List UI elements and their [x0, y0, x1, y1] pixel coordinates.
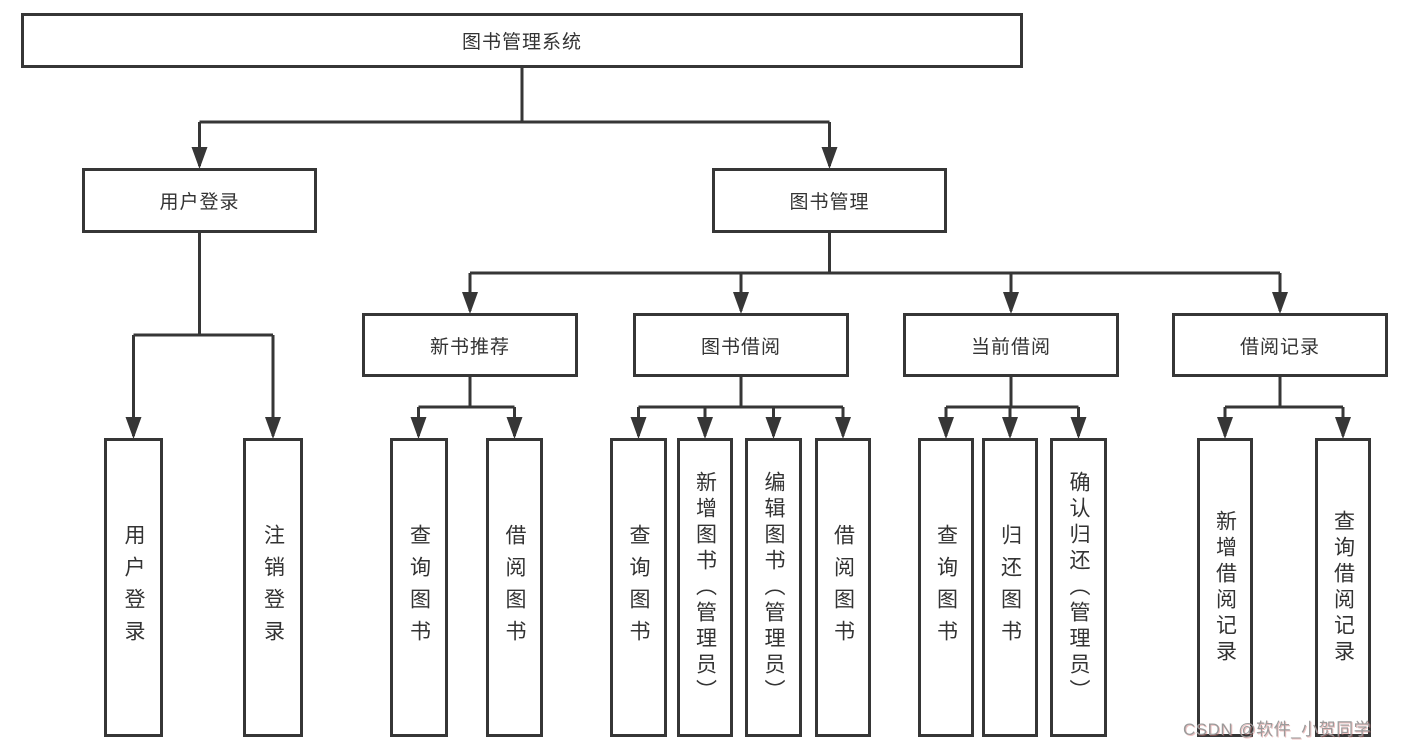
arrowhead-icon [265, 417, 281, 439]
node-user-login: 用户登录 [82, 168, 317, 233]
leaf-confirm-return-admin: 确认归还（管理员） [1050, 438, 1107, 737]
node-book-management: 图书管理 [712, 168, 947, 233]
branch-new-book-recommend [410, 377, 523, 439]
leaf-add-books-admin: 新增图书（管理员） [677, 438, 733, 737]
leaf-add-borrow-record: 新增借阅记录 [1197, 438, 1253, 737]
node-label: 图书借阅 [700, 336, 781, 358]
node-label: 图书管理系统 [461, 32, 582, 53]
arrowhead-icon [410, 417, 427, 439]
node-label: 用户登录 [159, 192, 240, 213]
node-label: 查询图书 [407, 523, 431, 652]
node-label: 新书推荐 [429, 336, 510, 358]
branch-current-borrow [938, 377, 1087, 439]
node-label: 查询图书 [627, 523, 650, 652]
branch-user-login [125, 233, 281, 439]
node-label: 图书管理 [789, 192, 870, 213]
arrowhead-icon [733, 292, 749, 314]
node-label: 注销登录 [261, 523, 285, 652]
node-label: 查询借阅记录 [1331, 509, 1355, 666]
node-label: 当前借阅 [970, 336, 1051, 358]
leaf-user-login: 用户登录 [104, 438, 163, 737]
node-current-borrow: 当前借阅 [903, 313, 1119, 377]
arrowhead-icon [835, 417, 851, 439]
arrowhead-icon [1272, 292, 1288, 314]
node-new-book-recommend: 新书推荐 [362, 313, 578, 377]
leaf-query-books-current: 查询图书 [918, 438, 974, 737]
csdn-watermark: CSDN @软件_小贺同学 [1183, 720, 1372, 739]
arrowhead-icon [1002, 417, 1018, 439]
branch-borrow-records [1217, 377, 1351, 439]
node-borrow-records: 借阅记录 [1172, 313, 1388, 377]
node-label: 借阅图书 [503, 523, 526, 652]
node-label: 编辑图书（管理员） [762, 470, 785, 705]
leaf-logout: 注销登录 [243, 438, 303, 737]
arrowhead-icon [1003, 292, 1019, 314]
arrowhead-icon [191, 147, 208, 169]
branch-root [191, 68, 838, 169]
branch-book-borrow [630, 377, 851, 439]
node-label: 确认归还（管理员） [1067, 470, 1090, 705]
node-label: 新增借阅记录 [1213, 509, 1237, 666]
leaf-query-books-recommend: 查询图书 [390, 438, 448, 737]
leaf-borrow-books: 借阅图书 [815, 438, 871, 737]
arrowhead-icon [1335, 417, 1351, 439]
node-label: 归还图书 [998, 523, 1022, 652]
arrowhead-icon [1070, 417, 1087, 439]
arrowhead-icon [462, 292, 478, 314]
arrowhead-icon [630, 417, 647, 439]
leaf-query-borrow-record: 查询借阅记录 [1315, 438, 1371, 737]
arrowhead-icon [506, 417, 523, 439]
arrowhead-icon [1217, 417, 1233, 439]
node-label: 借阅图书 [831, 523, 855, 652]
arrowhead-icon [125, 417, 142, 439]
leaf-borrow-books-recommend: 借阅图书 [486, 438, 543, 737]
arrowhead-icon [697, 417, 713, 439]
leaf-return-books: 归还图书 [982, 438, 1038, 737]
node-label: 用户登录 [122, 523, 145, 652]
node-label: 新增图书（管理员） [693, 470, 717, 705]
leaf-query-books-borrow: 查询图书 [610, 438, 667, 737]
leaf-edit-books-admin: 编辑图书（管理员） [745, 438, 802, 737]
node-label: 查询图书 [934, 523, 958, 652]
node-root-system: 图书管理系统 [21, 13, 1023, 68]
branch-book-management [462, 233, 1288, 314]
arrowhead-icon [938, 417, 954, 439]
node-label: 借阅记录 [1239, 336, 1320, 358]
arrowhead-icon [765, 417, 782, 439]
arrowhead-icon [821, 147, 838, 169]
node-book-borrow: 图书借阅 [633, 313, 849, 377]
